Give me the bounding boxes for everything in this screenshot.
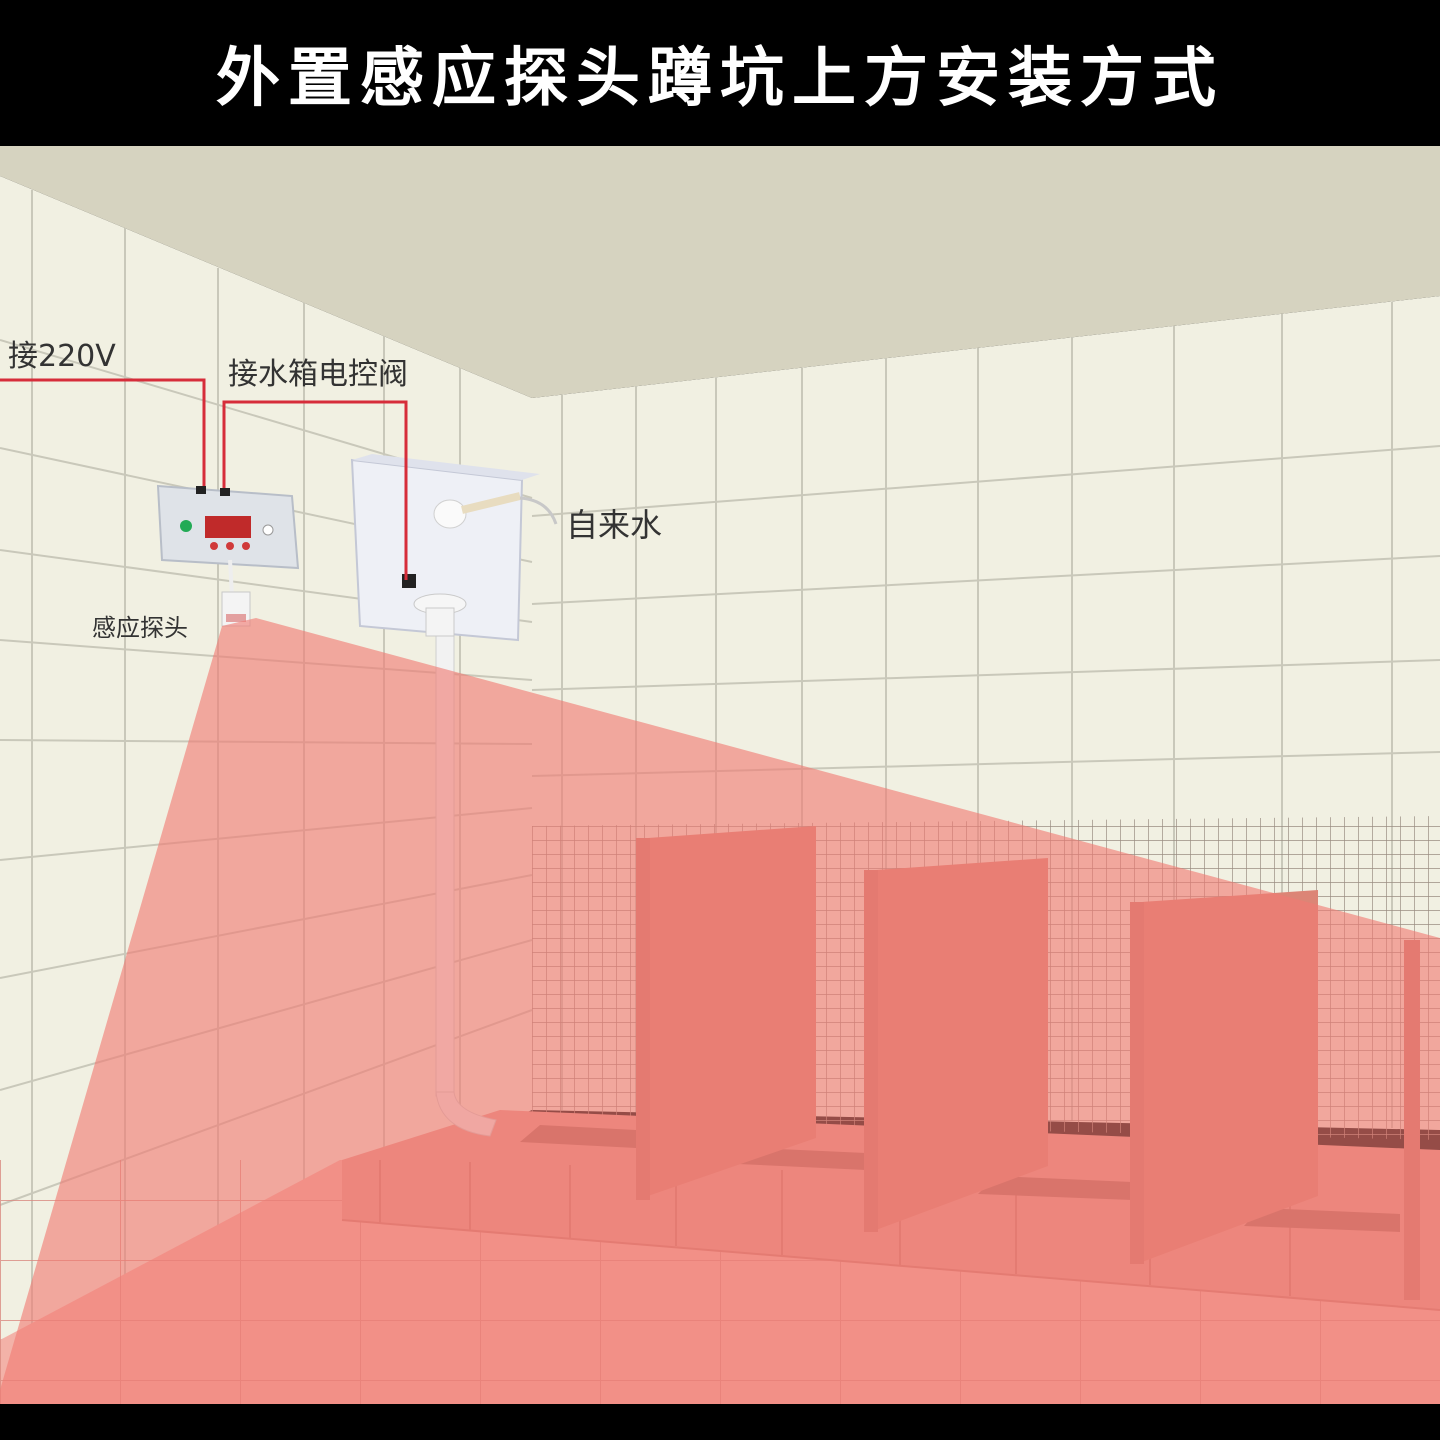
bottom-bar [0, 1404, 1440, 1440]
water-tank-icon [350, 454, 558, 642]
power-label: 接220V [8, 339, 116, 374]
valve-label: 接水箱电控阀 [228, 357, 408, 392]
wires [0, 378, 408, 580]
ceiling [0, 146, 1440, 398]
probe-label: 感应探头 [92, 614, 188, 642]
sensor-field [0, 618, 1440, 1404]
restroom-diagram: 接220V 接水箱电控阀 自来水 感应探头 [0, 146, 1440, 1404]
water-label: 自来水 [566, 506, 662, 544]
sensor-probe-icon [221, 591, 251, 627]
page-title: 外置感应探头蹲坑上方安装方式 [216, 42, 1224, 116]
control-box-icon [156, 484, 300, 597]
title-bar: 外置感应探头蹲坑上方安装方式 [0, 0, 1440, 146]
